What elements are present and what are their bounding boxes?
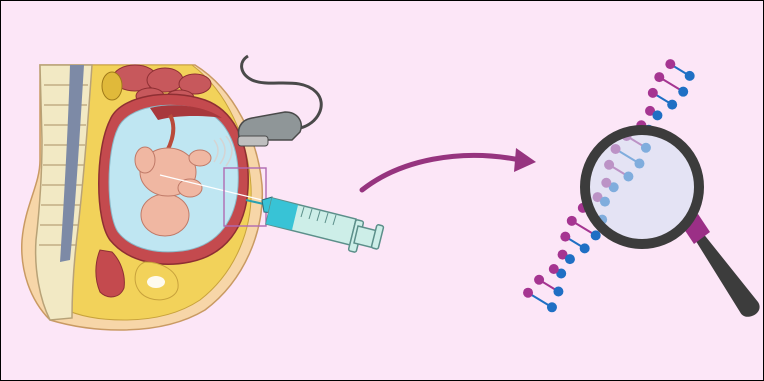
bladder-highlight bbox=[147, 276, 165, 288]
magnifier-lens bbox=[585, 130, 699, 244]
dna-nucleotide bbox=[567, 216, 577, 226]
syringe-icon bbox=[246, 197, 384, 252]
dna-nucleotide bbox=[547, 302, 557, 312]
dna-nucleotide bbox=[652, 110, 662, 120]
pregnant-abdomen-cross-section-icon bbox=[22, 65, 266, 330]
ultrasound-probe-icon bbox=[238, 56, 321, 146]
probe-head bbox=[238, 136, 268, 146]
dna-nucleotide bbox=[560, 232, 570, 242]
dna-nucleotide bbox=[654, 72, 664, 82]
magnifier-handle bbox=[694, 232, 760, 317]
arrow-shaft bbox=[362, 155, 520, 190]
arrow-head bbox=[514, 148, 536, 172]
dna-nucleotide bbox=[665, 59, 675, 69]
dna-nucleotide bbox=[523, 288, 533, 298]
dna-nucleotide bbox=[648, 88, 658, 98]
process-arrow bbox=[362, 148, 536, 190]
dna-nucleotide bbox=[580, 243, 590, 253]
kidney bbox=[102, 72, 122, 100]
dna-nucleotide bbox=[678, 87, 688, 97]
dna-nucleotide bbox=[549, 264, 559, 274]
dna-nucleotide bbox=[534, 275, 544, 285]
dna-nucleotide bbox=[553, 287, 563, 297]
dna-nucleotide bbox=[565, 254, 575, 264]
dna-nucleotide bbox=[685, 71, 695, 81]
dna-magnifier-icon bbox=[523, 59, 760, 317]
dna-nucleotide bbox=[591, 230, 601, 240]
dna-nucleotide bbox=[667, 100, 677, 110]
